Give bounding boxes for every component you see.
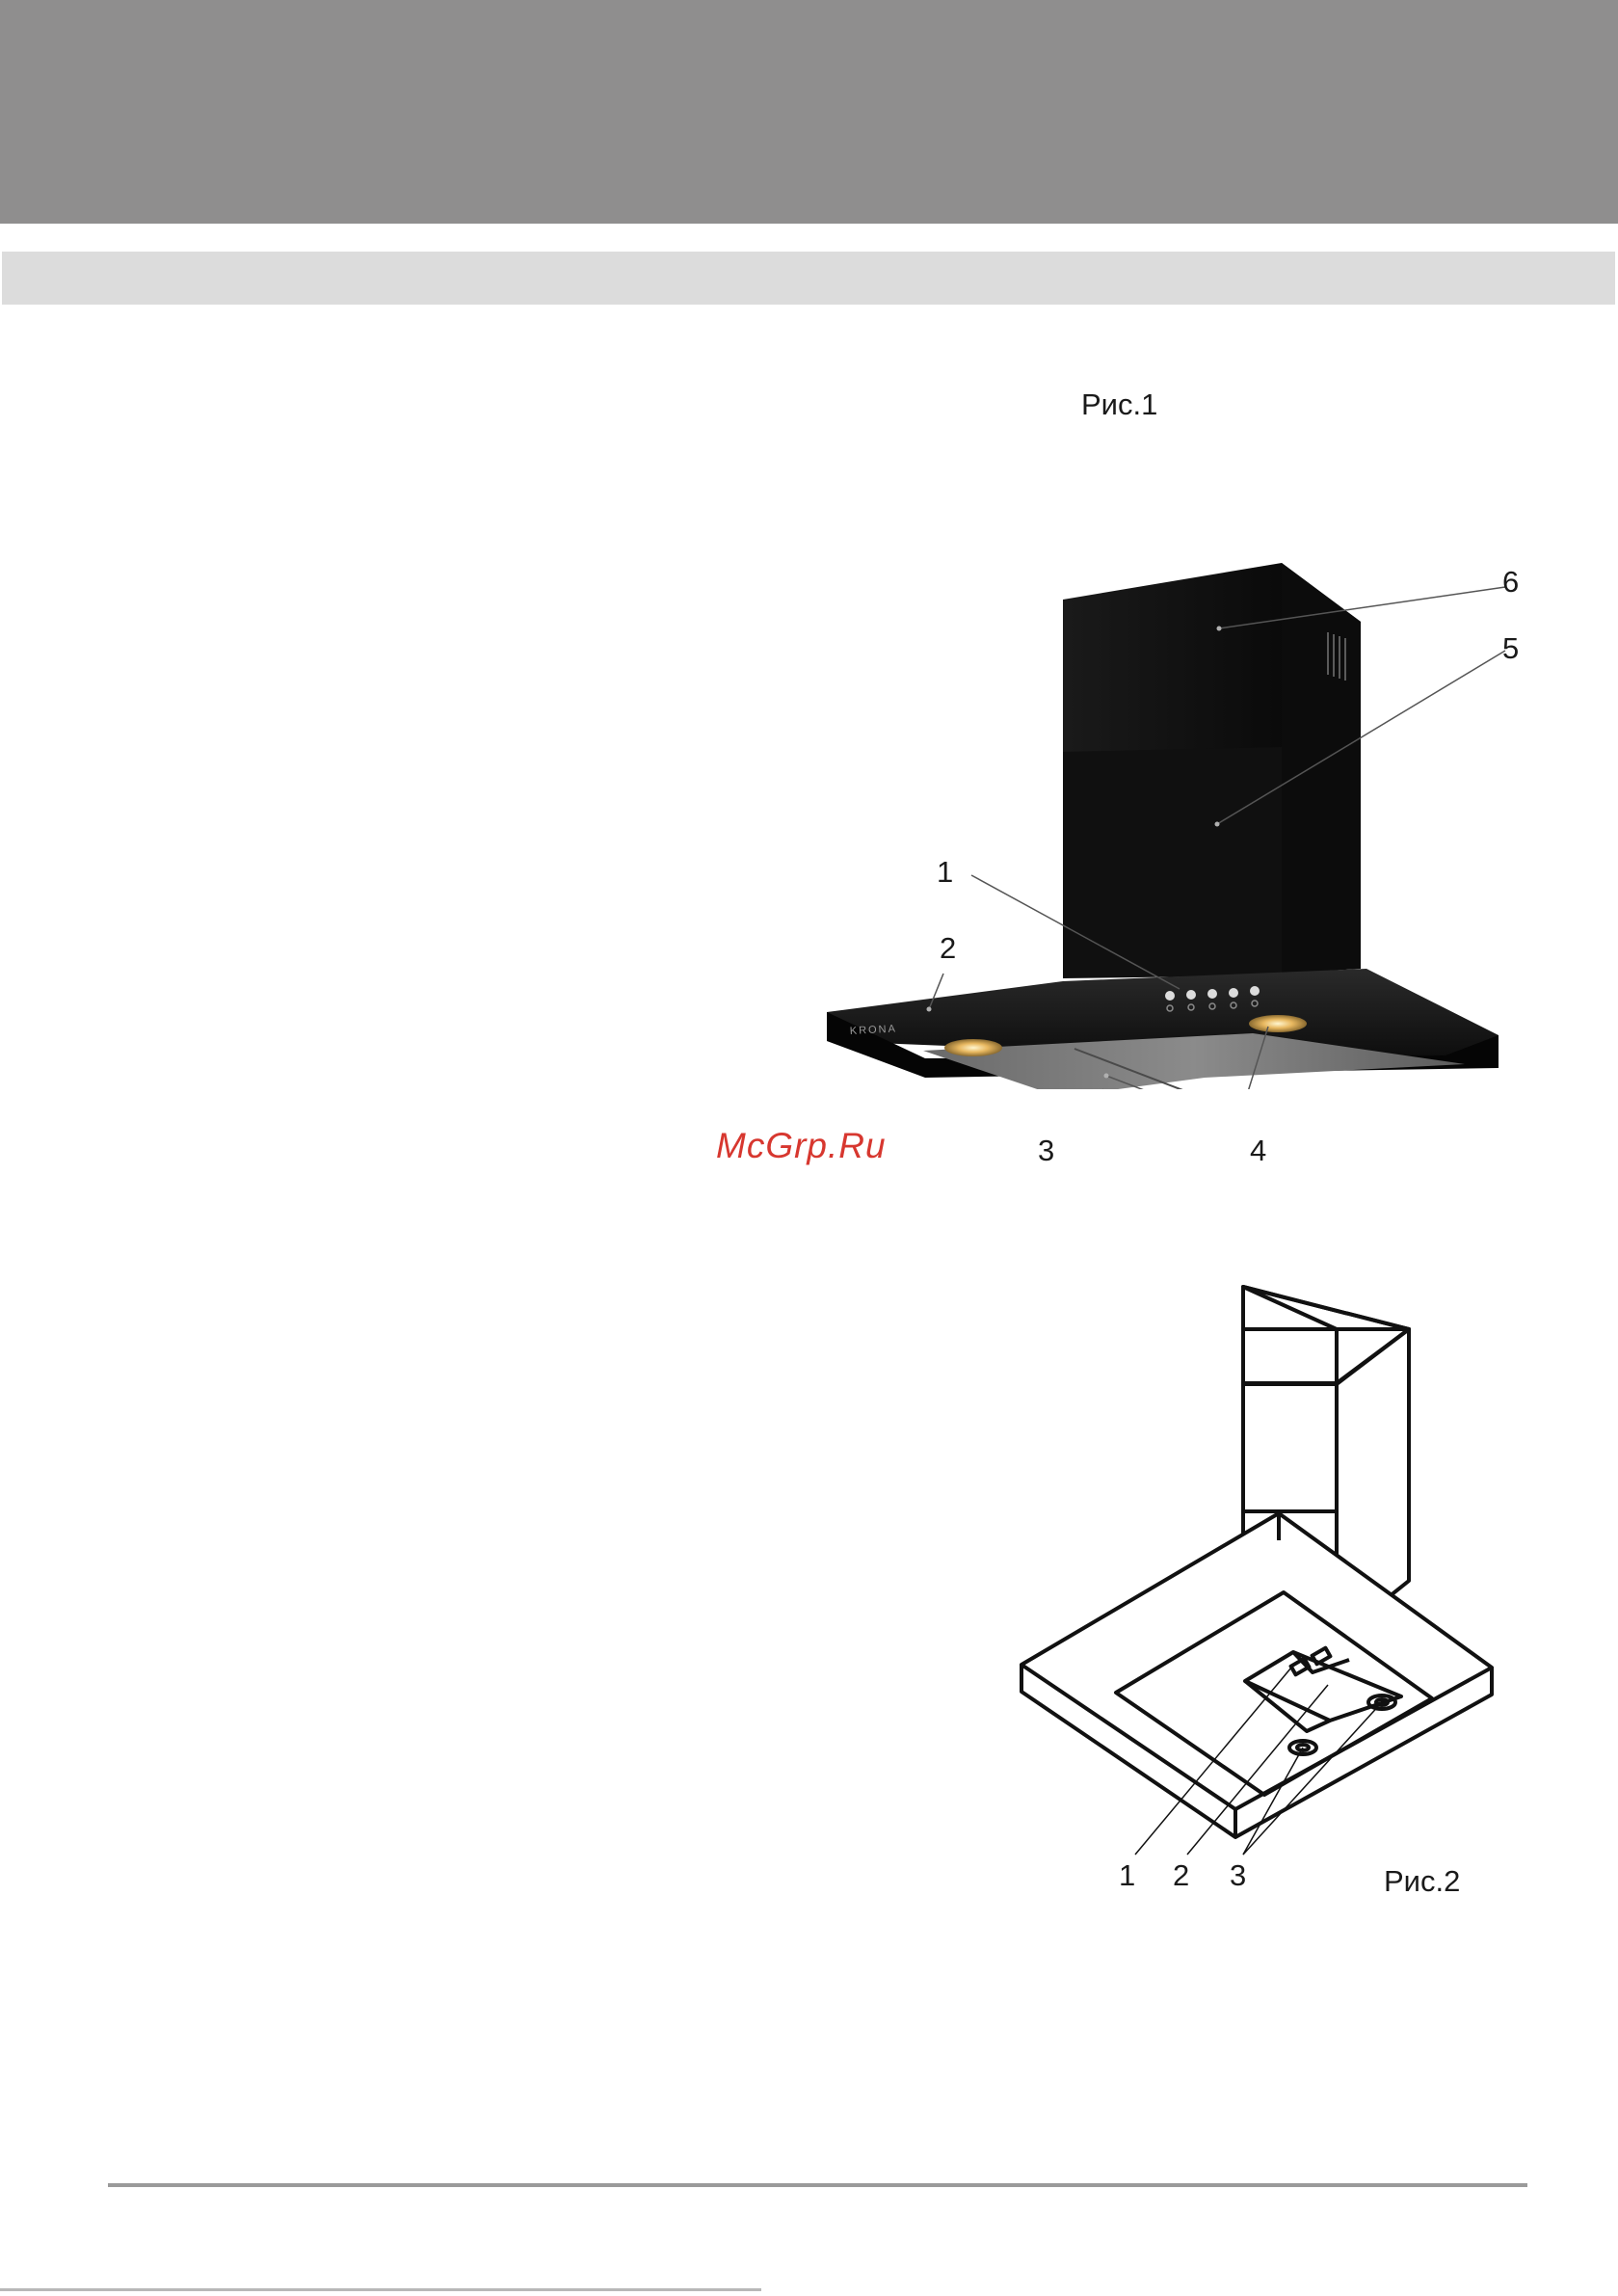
- callout-4: 4: [1250, 1135, 1266, 1165]
- callout-2: 2: [940, 933, 956, 963]
- lamp-right: [1249, 1015, 1307, 1032]
- figure-1-caption: Рис.1: [1081, 387, 1157, 422]
- watermark: McGrp.Ru: [716, 1126, 887, 1166]
- brand-logo: KRONA: [850, 1023, 898, 1037]
- callout-3: 3: [1038, 1135, 1054, 1165]
- fig2-callout-2: 2: [1173, 1860, 1189, 1890]
- callout-1: 1: [937, 857, 953, 887]
- fig2-callout-1: 1: [1119, 1860, 1135, 1890]
- footer-rule: [108, 2183, 1527, 2187]
- callout-5: 5: [1502, 633, 1519, 663]
- section-band: [2, 252, 1615, 305]
- figure-1-hood-photo: KRONA: [809, 549, 1523, 1089]
- figure-2-hood-drawing: [1002, 1272, 1523, 1870]
- lamp-left: [944, 1039, 1002, 1056]
- header-band: [0, 0, 1618, 224]
- page-edge-strip: [0, 2288, 761, 2291]
- figure-2-caption: Рис.2: [1384, 1864, 1460, 1899]
- fig2-callout-3: 3: [1230, 1860, 1246, 1890]
- callout-6: 6: [1502, 567, 1519, 597]
